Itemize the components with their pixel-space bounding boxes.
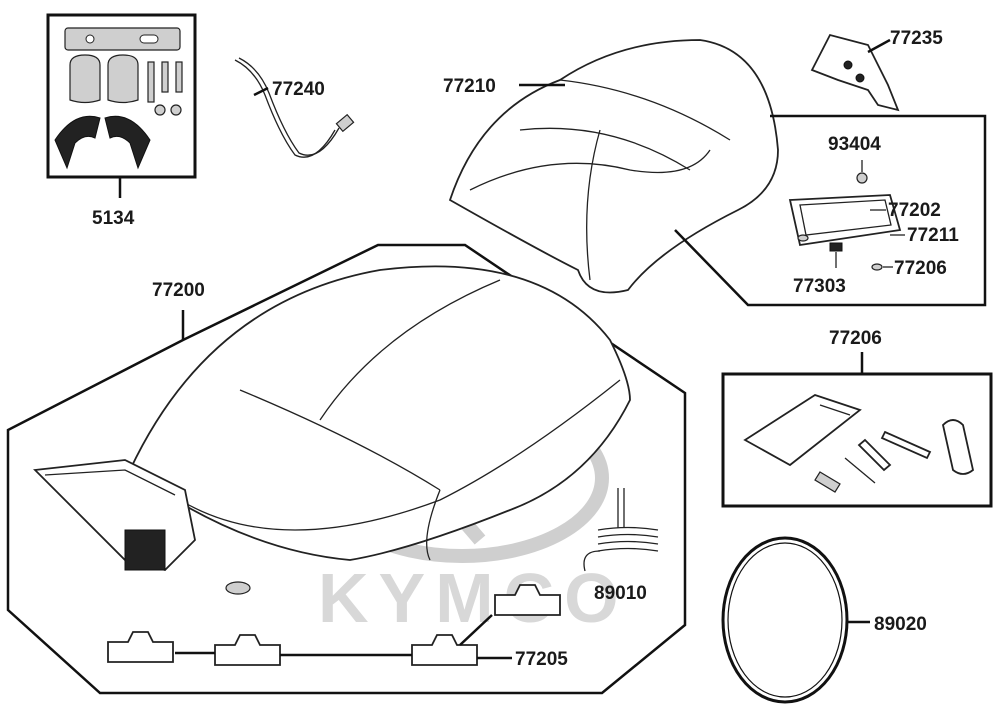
callout-77211: 77211 bbox=[907, 225, 959, 246]
tool-kit-box bbox=[721, 372, 993, 508]
callout-77205: 89010 bbox=[594, 583, 647, 604]
callout-77206-bottom: 77205 bbox=[515, 649, 568, 670]
part-5134-box bbox=[46, 13, 197, 179]
part-77206-group: 77205 bbox=[107, 584, 568, 670]
bracket-right bbox=[107, 54, 139, 104]
backrest-parts-box bbox=[674, 114, 987, 307]
rubber-bumper-1 bbox=[107, 631, 174, 663]
bolt-3 bbox=[175, 61, 183, 93]
clip-77303 bbox=[829, 242, 843, 252]
seat-cushion bbox=[128, 265, 631, 561]
o-ring bbox=[721, 536, 849, 704]
seat-latch bbox=[124, 529, 166, 571]
callout-93404: 93404 bbox=[828, 134, 881, 155]
callout-89020: 89020 bbox=[874, 614, 927, 635]
tool-bag bbox=[743, 394, 862, 467]
part-77240-group: 77240 bbox=[234, 57, 355, 158]
watermark-text: KYMCO bbox=[318, 559, 629, 637]
callout-77235: 77235 bbox=[890, 28, 943, 49]
backrest-plate bbox=[788, 194, 902, 247]
rubber-bumper-2 bbox=[214, 634, 281, 666]
callout-77206-top: 77206 bbox=[894, 258, 947, 279]
backrest-bracket bbox=[810, 33, 900, 112]
part-89020-group: 89020 bbox=[721, 536, 927, 704]
part-89010-group: 77206 bbox=[721, 328, 993, 508]
bolt-2 bbox=[161, 61, 169, 93]
spark-plug-tool bbox=[942, 419, 975, 475]
part-77200-group: 77200 bbox=[6, 243, 687, 695]
spanner bbox=[880, 430, 932, 460]
backrest-parts-group: 93404 77202 77211 77206 77303 bbox=[674, 114, 987, 307]
seat-spring bbox=[597, 526, 659, 552]
callout-5134: 5134 bbox=[92, 208, 135, 229]
mount-plate bbox=[64, 27, 181, 51]
callout-77210: 77210 bbox=[443, 76, 496, 97]
callout-77303: 77303 bbox=[793, 276, 846, 297]
clamp-left bbox=[54, 115, 101, 170]
cable-end bbox=[335, 113, 355, 133]
bracket-left bbox=[69, 54, 101, 104]
clamp-right bbox=[104, 115, 151, 170]
screwdriver-handle bbox=[814, 471, 841, 493]
rubber-bumper-4 bbox=[494, 584, 561, 616]
seat-octagon bbox=[6, 243, 687, 695]
bolt-1 bbox=[147, 61, 155, 103]
socket-wrench bbox=[857, 438, 892, 472]
callout-77202: 77202 bbox=[888, 200, 941, 221]
rubber-bumper-3 bbox=[411, 634, 478, 666]
callout-77200: 77200 bbox=[152, 280, 205, 301]
part-77235-group: 77235 bbox=[810, 28, 943, 112]
part-5134-group: 5134 bbox=[46, 13, 197, 229]
callout-89010: 77206 bbox=[829, 328, 882, 349]
seat-cable bbox=[234, 59, 336, 158]
screwdriver bbox=[844, 457, 876, 484]
callout-77240: 77240 bbox=[272, 79, 325, 100]
part-77210-group: 77210 bbox=[443, 39, 779, 294]
screw-93404 bbox=[856, 172, 868, 184]
part-77205-group: 89010 bbox=[583, 488, 659, 604]
